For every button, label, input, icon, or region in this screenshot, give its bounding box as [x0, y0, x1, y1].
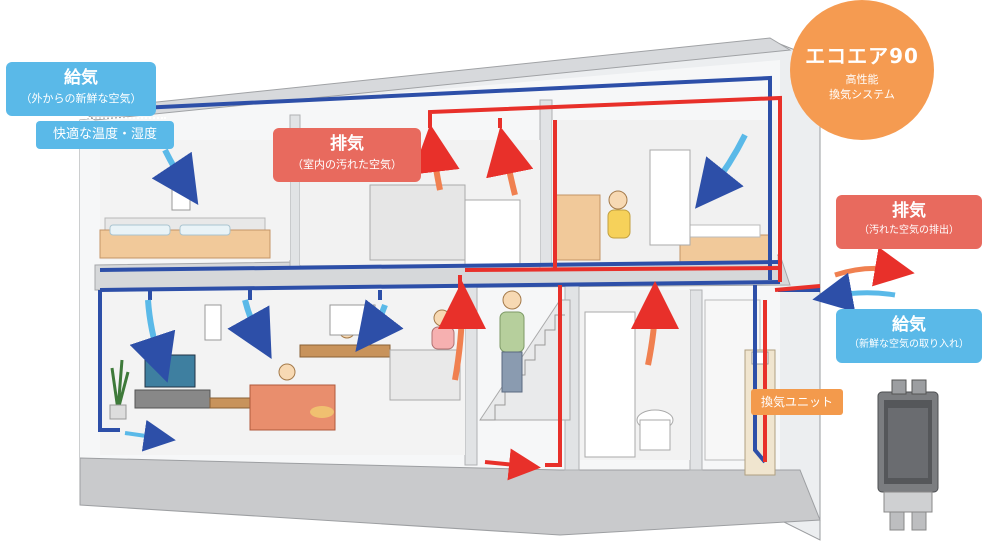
supply-air-callout: 給気 （外からの新鮮な空気） — [6, 62, 156, 116]
indoor-exhaust-title: 排気 — [330, 134, 364, 154]
brand-name: エコエア90 — [805, 44, 919, 68]
outdoor-supply-callout: 給気 （新鮮な空気の取り入れ） — [836, 309, 982, 363]
brand-tagline-1: 高性能 — [845, 73, 879, 86]
product-brand-badge: エコエア90 高性能 換気システム — [790, 0, 934, 140]
outdoor-exhaust-subtitle: （汚れた空気の排出） — [859, 225, 959, 237]
toilet-and-utility — [580, 290, 761, 461]
supply-air-title: 給気 — [64, 68, 98, 88]
outdoor-supply-title: 給気 — [892, 315, 926, 335]
outdoor-exhaust-callout: 排気 （汚れた空気の排出） — [836, 195, 982, 249]
indoor-exhaust-subtitle: （室内の汚れた空気） — [292, 158, 402, 172]
comfort-text: 快適な温度・湿度 — [52, 127, 157, 142]
living-room — [100, 290, 465, 455]
upstairs-bedroom — [99, 140, 290, 260]
exhaust-duct-network — [428, 95, 821, 467]
supply-air-subtitle: （外からの新鮮な空気） — [20, 92, 142, 106]
brand-tagline-2: 換気システム — [829, 87, 895, 101]
outdoor-exhaust-title: 排気 — [892, 201, 926, 221]
ventilation-unit-product-image — [877, 379, 939, 531]
outdoor-supply-subtitle: （新鮮な空気の取り入れ） — [849, 339, 969, 351]
comfort-divider — [42, 117, 166, 119]
staircase — [479, 290, 571, 421]
ventilation-unit-label: 換気ユニット — [751, 389, 843, 415]
airflow-arrows — [124, 124, 915, 481]
indoor-exhaust-callout: 排気 （室内の汚れた空気） — [273, 128, 421, 182]
comfort-callout: 快適な温度・湿度 — [36, 121, 174, 149]
